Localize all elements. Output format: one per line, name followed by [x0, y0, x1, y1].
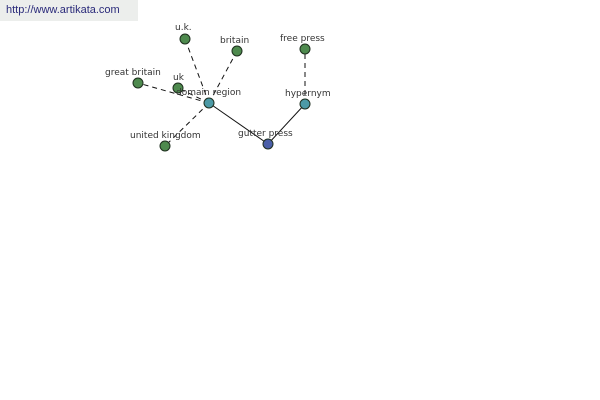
node-great-britain[interactable]: great britain — [105, 68, 161, 89]
node-hypernym-label: hypernym — [285, 89, 331, 99]
edge-domain-region-united-kingdom — [164, 102, 210, 147]
edge-gutter-press-hypernym — [267, 103, 306, 145]
node-free-press-dot[interactable] — [299, 43, 311, 55]
edge-domain-region-great-britain — [137, 82, 210, 104]
node-uk-label: uk — [173, 73, 185, 83]
node-britain-dot[interactable] — [231, 45, 243, 57]
node-u-k-dot[interactable] — [179, 33, 191, 45]
edge-gutter-press-domain-region — [208, 102, 269, 145]
edge-domain-region-britain — [208, 50, 238, 104]
node-great-britain-dot[interactable] — [132, 77, 144, 89]
node-united-kingdom-label: united kingdom — [130, 131, 201, 141]
node-uk-dot[interactable] — [172, 82, 184, 94]
node-domain-region-label: domain region — [176, 88, 241, 98]
node-u-k[interactable]: u.k. — [175, 23, 192, 45]
node-hypernym[interactable]: hypernym — [285, 89, 331, 110]
artikata-url-link[interactable]: http://www.artikata.com — [0, 0, 138, 21]
node-uk[interactable]: uk — [172, 73, 185, 94]
node-gutter-press-dot[interactable] — [262, 138, 274, 150]
node-gutter-press[interactable]: gutter press — [238, 129, 293, 150]
node-gutter-press-label: gutter press — [238, 129, 293, 139]
edges — [137, 38, 306, 147]
node-britain[interactable]: britain — [220, 36, 249, 57]
node-domain-region[interactable]: domain region — [176, 88, 241, 109]
node-free-press-label: free press — [280, 34, 325, 44]
node-united-kingdom-dot[interactable] — [159, 140, 171, 152]
node-domain-region-dot[interactable] — [203, 97, 215, 109]
node-hypernym-dot[interactable] — [299, 98, 311, 110]
node-u-k-label: u.k. — [175, 23, 192, 33]
node-britain-label: britain — [220, 36, 249, 46]
node-free-press[interactable]: free press — [280, 34, 325, 55]
edge-domain-region-u-k — [184, 38, 210, 104]
edge-domain-region-uk — [177, 87, 210, 104]
node-great-britain-label: great britain — [105, 68, 161, 78]
node-united-kingdom[interactable]: united kingdom — [130, 131, 201, 152]
